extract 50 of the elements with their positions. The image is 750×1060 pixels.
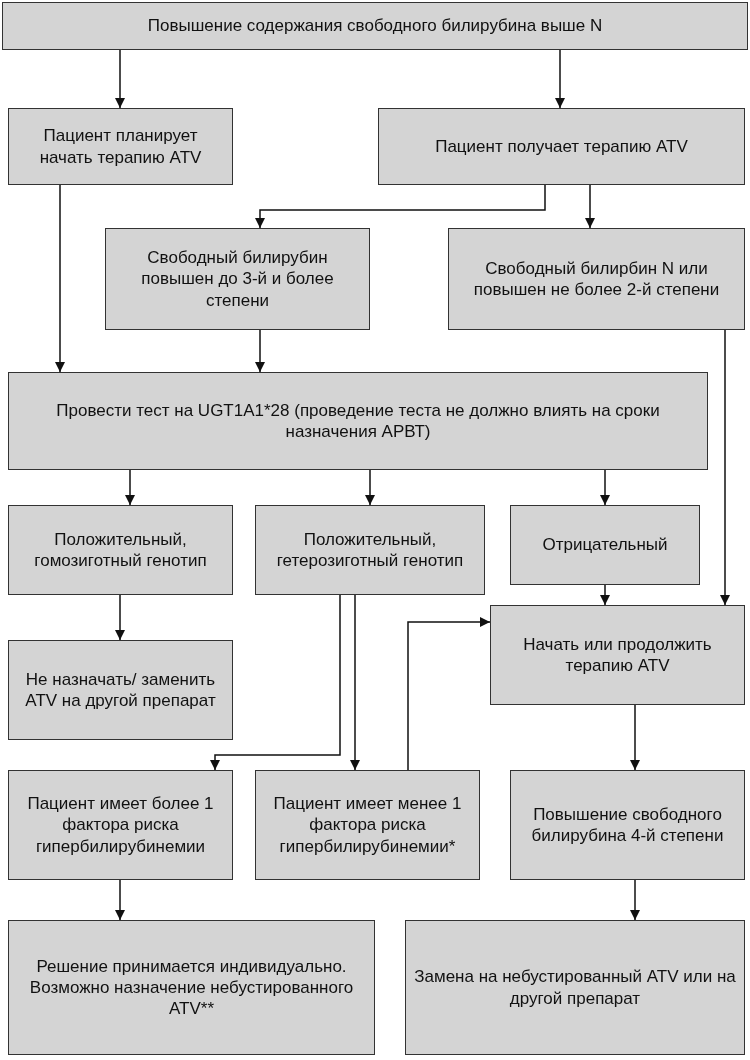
arrow	[125, 469, 135, 506]
box-text: Провести тест на UGT1A1*28 (проведение теста не должно влиять на сроки назначения АРВТ)	[55, 399, 661, 443]
process-box	[8, 372, 708, 470]
arrow	[585, 184, 595, 229]
arrow	[720, 329, 730, 606]
process-box	[8, 770, 233, 880]
process-box	[448, 228, 745, 330]
process-box	[378, 108, 745, 185]
process-box	[8, 640, 233, 740]
box-text: Пациент имеет менее 1 фактора риска гипербилирубинемии*	[272, 793, 463, 857]
arrow	[630, 879, 640, 921]
box-text: Свободный билирубин повышен до 3-й и более степени	[140, 247, 335, 311]
process-box	[105, 228, 370, 330]
box-text: Не назначать/ заменить ATV на другой препарат	[24, 668, 217, 712]
arrow	[115, 49, 125, 109]
process-box	[255, 505, 485, 595]
arrow	[555, 49, 565, 109]
process-box	[8, 920, 375, 1055]
process-box	[2, 2, 748, 50]
box-text: Замена на небустированный ATV или на другой препарат	[414, 966, 736, 1009]
arrow	[407, 617, 491, 771]
arrow	[630, 704, 640, 771]
box-text: Положительный, гетерозиготный генотип	[275, 528, 465, 572]
arrow	[115, 879, 125, 921]
box-text: Пациент получает терапию ATV	[435, 135, 688, 158]
arrow	[365, 469, 375, 506]
process-box	[8, 505, 233, 595]
box-text: Отрицательный	[542, 534, 668, 556]
process-box	[510, 505, 700, 585]
box-text: Положительный, гомозиготный генотип	[33, 528, 208, 572]
arrow	[255, 329, 265, 373]
arrow	[55, 184, 65, 373]
process-box	[255, 770, 480, 880]
process-box	[490, 605, 745, 705]
box-text: Решение принимается индивидуально. Возможно назначение небустированного ATV**	[28, 955, 355, 1020]
arrow	[600, 584, 610, 606]
arrow	[600, 469, 610, 506]
arrow	[255, 184, 546, 229]
arrow	[210, 594, 341, 771]
process-box	[405, 920, 745, 1055]
box-text: Свободный билирбин N или повышен не более 2-й степени	[472, 257, 721, 301]
box-text: Повышение свободного билирубина 4-й степени	[530, 803, 725, 847]
box-text: Начать или продолжить терапию ATV	[522, 633, 713, 677]
box-text: Повышение содержания свободного билирубина выше N	[147, 15, 603, 37]
process-box	[8, 108, 233, 185]
arrow	[350, 594, 360, 771]
process-box	[510, 770, 745, 880]
arrow	[115, 594, 125, 641]
box-text: Пациент планирует начать терапию ATV	[38, 125, 203, 168]
box-text: Пациент имеет более 1 фактора риска гипербилирубинемии	[26, 793, 215, 857]
